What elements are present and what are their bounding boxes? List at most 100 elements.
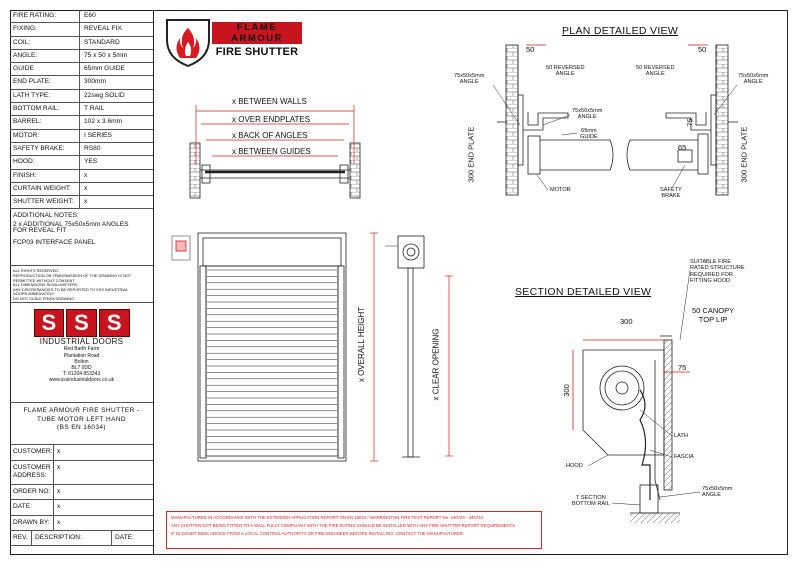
fine-print-line: ALL RIGHTS RESERVED. bbox=[13, 268, 60, 274]
spec-row: HOOD:YES bbox=[10, 156, 153, 170]
end-plate-left-label: 300 END PLATE bbox=[466, 126, 476, 183]
elevation-plan bbox=[189, 142, 361, 199]
between-guides-label: x BETWEEN GUIDES bbox=[232, 147, 311, 156]
shield-flame-icon bbox=[166, 19, 210, 68]
notes-line: FCP03 INTERFACE PANEL bbox=[13, 238, 96, 246]
spec-key: LATH TYPE: bbox=[10, 89, 80, 103]
plan-view-title: PLAN DETAILED VIEW bbox=[562, 25, 679, 37]
spec-row: LATH TYPE:22swg SOLID bbox=[10, 89, 153, 104]
spec-key: FIRE RATING: bbox=[10, 10, 80, 23]
info-value: x bbox=[57, 463, 61, 471]
notes-line: FOR REVEAL FIT bbox=[13, 227, 67, 235]
address-line: Plantation Road bbox=[63, 352, 100, 359]
spec-value: STANDARD bbox=[84, 38, 120, 46]
spec-value: REVEAL FIX bbox=[84, 25, 122, 33]
compliance-note: MANUFACTURED IN ACCORDANCE WITH THE EXTE… bbox=[166, 511, 542, 549]
info-key: ORDER NO: bbox=[10, 484, 54, 500]
motor-label: MOTOR bbox=[550, 187, 571, 193]
fine-print-line: REPRODUCTION OR TRANSMISSION OF THE DRAW… bbox=[13, 273, 132, 279]
spec-value: 65mm GUIDE bbox=[84, 65, 126, 73]
fascia-label: FASCIA bbox=[674, 454, 694, 460]
fine-print: ALL RIGHTS RESERVED. REPRODUCTION OR TRA… bbox=[10, 266, 153, 304]
spec-row: COIL:STANDARD bbox=[10, 36, 153, 50]
fine-print-line: PERMITTED WITHOUT CONSENT bbox=[13, 277, 75, 283]
spec-row: MOTOR: I SERIES bbox=[10, 129, 153, 143]
plan-detail-left bbox=[497, 44, 614, 196]
flame-armour-logo bbox=[163, 16, 305, 68]
spec-row: ANGLE:75 x 50 x 5mm bbox=[10, 49, 153, 64]
spec-key: FINISH: bbox=[10, 169, 80, 182]
brand-text: FLAME ARMOUR FIRE SHUTTER bbox=[212, 22, 302, 58]
drawing-title-line: (BS EN 16034) bbox=[57, 424, 106, 432]
lath-label: LATH bbox=[674, 433, 688, 439]
spec-key: SHUTTER WEIGHT: bbox=[10, 196, 80, 209]
info-row: CUSTOMER ADDRESS:x bbox=[10, 460, 153, 485]
info-row: CUSTOMER:x bbox=[10, 445, 153, 461]
spec-key: GUIDE bbox=[10, 63, 80, 76]
clear-opening-label: x CLEAR OPENING bbox=[431, 328, 441, 401]
additional-notes: ADDITIONAL NOTES: 2 x ADDITIONAL 75x50x5… bbox=[10, 209, 153, 267]
spec-value: x bbox=[84, 198, 88, 206]
fine-print-line: ANY DISCREPANCIES TO BE REPORTED TO SSS … bbox=[13, 286, 129, 292]
logo-letter: S bbox=[98, 309, 130, 338]
logo-letter: S bbox=[66, 309, 97, 338]
info-value: x bbox=[57, 518, 61, 526]
info-value: x bbox=[57, 448, 61, 456]
revision-header: REV. DESCRIPTION: DATE: bbox=[10, 531, 153, 547]
spec-row: CURTAIN WEIGHT:x bbox=[10, 182, 153, 197]
company-block: S S S INDUSTRIAL DOORS Red Barth Farm Pl… bbox=[10, 309, 153, 404]
notes-heading: ADDITIONAL NOTES: bbox=[13, 212, 79, 220]
spec-key: FIXING: bbox=[10, 23, 80, 36]
over-endplates-label: x OVER ENDPLATES bbox=[232, 115, 311, 124]
spec-value: x bbox=[84, 171, 88, 179]
plan-dim-50-right: 50 bbox=[698, 45, 707, 54]
spec-row: BARREL:102 x 3.6mm bbox=[10, 116, 153, 130]
spec-key: BARREL: bbox=[10, 116, 80, 129]
description-label: DESCRIPTION: bbox=[32, 531, 112, 546]
shutter-side-elevation bbox=[385, 235, 425, 458]
section-view-title: SECTION DETAILED VIEW bbox=[515, 286, 652, 298]
compliance-line: IF IN DOUBT SEEK ADVICE FROM A LOCAL CON… bbox=[171, 531, 465, 536]
company-address: Red Barth Farm Plantation Road Bolton BL… bbox=[10, 346, 153, 383]
fine-print-line: DOORS IMMEDIATELY bbox=[13, 291, 55, 297]
spec-value: I SERIES bbox=[84, 131, 112, 139]
plan-dim-65: 65 bbox=[678, 143, 687, 152]
between-walls-label: x BETWEEN WALLS bbox=[232, 97, 307, 106]
info-row: DATE:x bbox=[10, 500, 153, 516]
spec-row: END PLATE:300mm bbox=[10, 76, 153, 90]
company-logo: S S S bbox=[33, 309, 130, 338]
spec-key: END PLATE: bbox=[10, 76, 80, 89]
info-key: CUSTOMER: bbox=[10, 445, 54, 460]
end-plate-right-label: 300 END PLATE bbox=[739, 126, 749, 183]
company-name: INDUSTRIAL DOORS bbox=[39, 337, 124, 347]
date-label: DATE: bbox=[115, 534, 134, 542]
plan-dim-75: 75 bbox=[685, 118, 695, 127]
overall-height-label: x OVERALL HEIGHT bbox=[357, 306, 367, 383]
spec-value: 75 x 50 x 5mm bbox=[84, 51, 128, 59]
spec-value: x bbox=[84, 184, 88, 192]
spec-key: MOTOR: bbox=[10, 129, 80, 142]
plan-detail-right bbox=[626, 44, 738, 196]
drawing-title-line: FLAME ARMOUR FIRE SHUTTER - bbox=[23, 407, 140, 415]
plan-dim-50-left: 50 bbox=[526, 45, 535, 54]
compliance-line: MANUFACTURED IN ACCORDANCE WITH THE EXTE… bbox=[171, 515, 483, 520]
info-key: DRAWN BY: bbox=[10, 515, 54, 531]
fine-print-line: DO NOT SCALE FROM DRAWING bbox=[13, 296, 75, 302]
brand-title: FLAME ARMOUR bbox=[212, 22, 302, 44]
spec-key: BOTTOM RAIL: bbox=[10, 103, 80, 116]
spec-row: SAFETY BRAKE:RS80 bbox=[10, 142, 153, 157]
spec-value: T RAIL bbox=[84, 105, 105, 113]
spec-key: SAFETY BRAKE: bbox=[10, 142, 80, 156]
spec-row: FIRE RATING:E60 bbox=[10, 10, 153, 24]
